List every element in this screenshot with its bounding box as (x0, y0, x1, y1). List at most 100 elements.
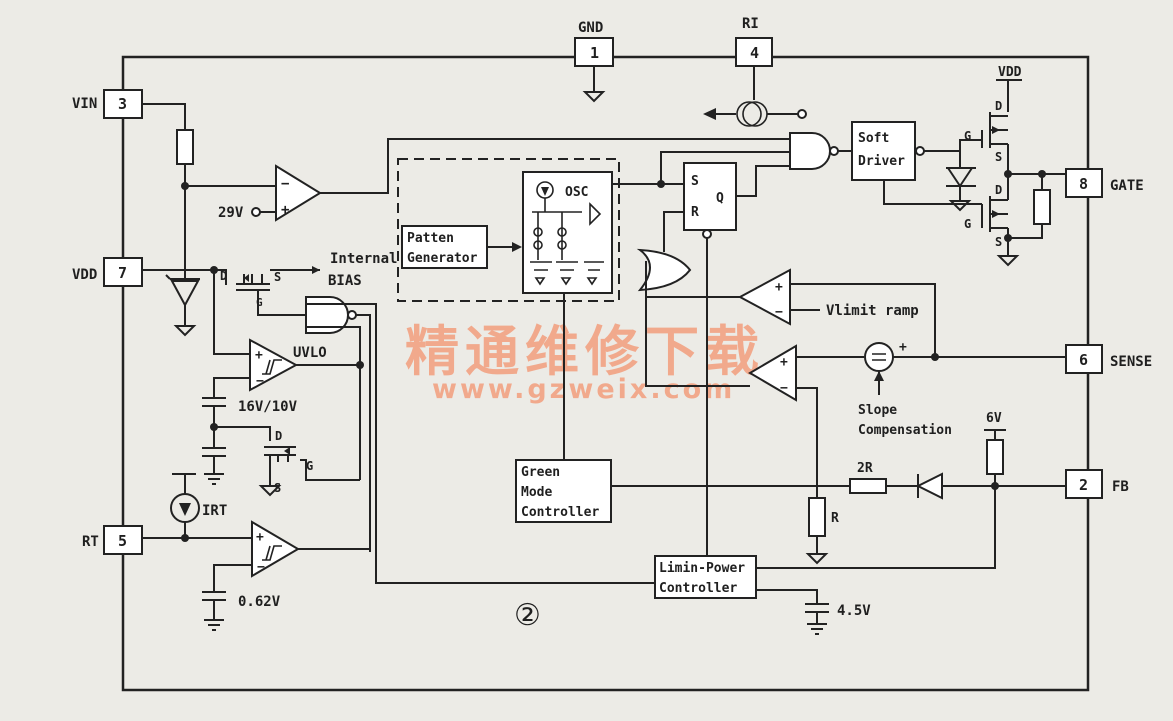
figure-marker: ② (514, 598, 541, 633)
bias-nand-gate (305, 296, 357, 334)
uvlo-comparator: + − (249, 338, 299, 392)
svg-text:+: + (256, 530, 264, 545)
bias-mosfet: D S G (220, 266, 320, 309)
svg-text:S: S (995, 150, 1002, 164)
svg-text:+: + (780, 355, 788, 370)
svg-text:BIAS: BIAS (328, 273, 362, 289)
svg-text:VDD: VDD (72, 267, 97, 283)
watermark-cn: 精通维修下载 (405, 320, 765, 383)
gate-resistor (1033, 189, 1051, 225)
vin-resistor (176, 129, 194, 165)
svg-text:Driver: Driver (858, 154, 905, 169)
svg-text:+: + (255, 348, 263, 363)
pin-gate: 8 GATE (1065, 168, 1144, 198)
svg-text:Patten: Patten (407, 231, 454, 246)
svg-text:29V: 29V (218, 205, 244, 221)
svg-text:Slope: Slope (858, 403, 897, 418)
soft-driver-block: Soft Driver (851, 121, 916, 181)
limin-power-controller-block: Limin-Power Controller (654, 555, 757, 599)
svg-text:−: − (256, 374, 264, 389)
svg-text:G: G (306, 459, 313, 473)
svg-text:GATE: GATE (1110, 178, 1144, 194)
svg-text:16V/10V: 16V/10V (238, 399, 298, 415)
svg-text:D: D (275, 429, 282, 443)
svg-text:Q: Q (716, 191, 724, 206)
svg-text:VDD: VDD (998, 65, 1022, 80)
svg-text:S: S (274, 270, 281, 284)
svg-text:VIN: VIN (72, 96, 97, 112)
pin-gnd: GND 1 (574, 20, 614, 102)
svg-text:+: + (899, 340, 907, 355)
svg-text:D: D (995, 183, 1002, 197)
svg-text:R: R (831, 511, 839, 526)
oscillator-region (397, 158, 620, 302)
pin-vin: VIN 3 (72, 89, 143, 119)
svg-text:4: 4 (750, 44, 759, 62)
uvlo-mosfet: D G S (260, 429, 360, 496)
svg-text:R: R (691, 205, 699, 220)
svg-text:FB: FB (1112, 479, 1129, 495)
comparator-29v: − + (275, 164, 322, 222)
svg-text:+: + (775, 280, 783, 295)
green-mode-controller-block: Green Mode Controller (515, 459, 612, 523)
fb-pullup-resistor (986, 439, 1004, 475)
svg-text:Controller: Controller (659, 581, 737, 596)
svg-text:6V: 6V (986, 411, 1002, 426)
svg-text:RT: RT (82, 534, 99, 550)
sense-comparator: + − (748, 344, 797, 402)
svg-text:RI: RI (742, 16, 759, 32)
svg-text:Controller: Controller (521, 505, 599, 520)
svg-text:GND: GND (578, 20, 603, 36)
svg-text:OSC: OSC (565, 185, 588, 200)
svg-text:−: − (257, 560, 265, 575)
svg-text:0.62V: 0.62V (238, 594, 281, 610)
svg-text:Compensation: Compensation (858, 423, 952, 438)
low-side-mosfet: D G S (964, 183, 1008, 249)
svg-text:−: − (281, 176, 289, 192)
svg-text:1: 1 (590, 44, 599, 62)
svg-text:4.5V: 4.5V (837, 603, 871, 619)
svg-text:8: 8 (1079, 175, 1088, 193)
patten-generator-block: Patten Generator (401, 225, 488, 269)
svg-text:UVLO: UVLO (293, 345, 327, 361)
watermark-url: www.gzweix.com (432, 374, 735, 405)
svg-text:G: G (964, 217, 971, 231)
svg-text:Mode: Mode (521, 485, 552, 500)
svg-text:G: G (964, 129, 971, 143)
sr-flipflop: S R Q (683, 162, 737, 239)
svg-text:G: G (256, 296, 263, 309)
irt-current-source (170, 473, 200, 538)
slope-comp-summer: + (864, 340, 907, 395)
svg-text:3: 3 (118, 95, 127, 113)
fb-resistor-2r (849, 478, 887, 494)
svg-text:2R: 2R (857, 461, 873, 476)
pin-fb: 2 FB (1065, 469, 1129, 499)
or-gate (636, 248, 692, 292)
svg-text:−: − (775, 305, 783, 320)
svg-text:2: 2 (1079, 476, 1088, 494)
svg-text:+: + (281, 202, 289, 218)
svg-text:Internal: Internal (330, 251, 397, 267)
svg-text:D: D (995, 99, 1002, 113)
pin-rt: RT 5 (82, 525, 143, 555)
svg-text:SENSE: SENSE (1110, 354, 1152, 370)
svg-text:5: 5 (118, 532, 127, 550)
svg-text:6: 6 (1079, 351, 1088, 369)
svg-text:D: D (220, 269, 227, 283)
svg-text:Soft: Soft (858, 131, 889, 146)
high-side-mosfet: D G S (964, 99, 1008, 164)
vlimit-comparator: + − (737, 268, 791, 326)
osc-block: OSC (522, 171, 613, 294)
sense-resistor-r (808, 497, 826, 537)
rt-comparator: + − (251, 520, 300, 578)
pin-ri: RI 4 (703, 16, 807, 127)
svg-text:−: − (780, 381, 788, 396)
svg-text:S: S (995, 235, 1002, 249)
svg-text:7: 7 (118, 264, 127, 282)
svg-text:IRT: IRT (202, 503, 227, 519)
pin-vdd: VDD 7 (72, 257, 143, 287)
svg-text:Limin-Power: Limin-Power (659, 561, 745, 576)
svg-text:Generator: Generator (407, 251, 478, 266)
vdd-zener (165, 274, 200, 336)
